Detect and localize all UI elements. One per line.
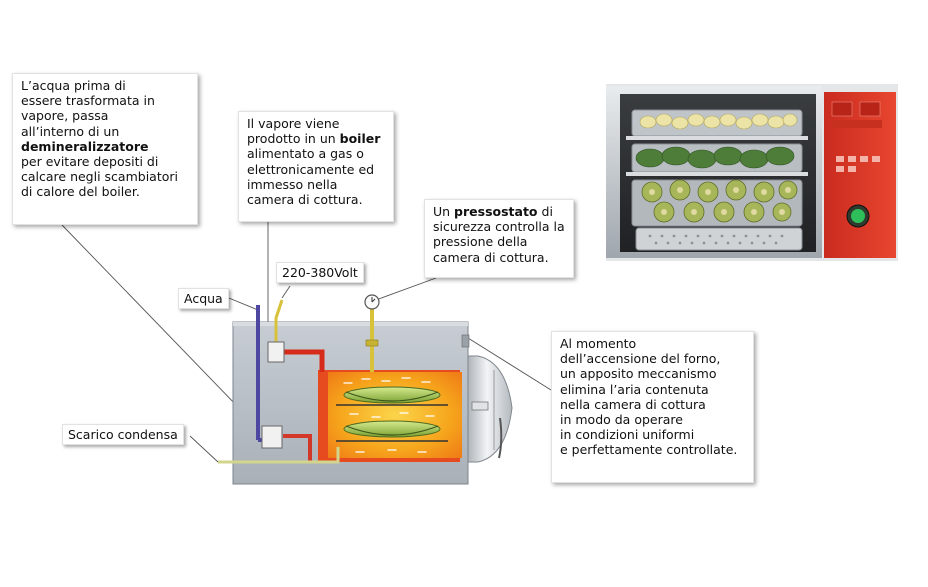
callout-keyword: demineralizzatore <box>21 139 189 154</box>
callout-text: di calore del boiler. <box>21 184 140 200</box>
power-feed-line <box>274 299 284 346</box>
boiler-unit <box>267 341 285 363</box>
oven-photo-illustration <box>606 84 898 261</box>
callout-text: un apposito meccanismo <box>560 366 717 382</box>
callout-text: L’acqua prima di <box>21 78 126 93</box>
oven-side-bracket <box>461 334 470 348</box>
pressostat-valve <box>365 339 379 347</box>
callout-text: in condizioni uniformi <box>560 427 695 443</box>
callout-pressostat: Un pressostato di sicurezza controlla la… <box>424 199 574 278</box>
leader-water <box>223 295 259 311</box>
label-drain: Scarico condensa <box>62 424 184 445</box>
callout-text: immesso nella <box>247 176 338 192</box>
callout-text: Il vapore viene <box>247 116 340 131</box>
callout-text: Un pressostato di <box>433 204 565 219</box>
callout-text: in modo da operare <box>560 412 683 428</box>
callout-text: calcare negli scambiatori <box>21 169 178 185</box>
steam-return-pipe <box>283 434 312 462</box>
leader-air <box>467 337 552 391</box>
callout-text: pressione della <box>433 234 528 250</box>
callout-text-part: Un <box>433 204 455 219</box>
oven-door <box>461 355 513 463</box>
callout-text: prodotto in un boiler <box>247 131 385 146</box>
callout-text: all’interno di un <box>21 123 120 139</box>
drain-pipe <box>218 447 340 464</box>
leader-pressostat <box>375 277 437 301</box>
demineralizer-unit <box>261 425 283 449</box>
callout-text: alimentato a gas o <box>247 146 364 162</box>
callout-air-removal: Al momento dell’accensione del forno, un… <box>551 331 754 483</box>
callout-text: camera di cottura. <box>247 192 363 208</box>
callout-text: essere trasformata in <box>21 93 155 109</box>
cooking-chamber <box>318 370 462 462</box>
keyword-pressostat: pressostato <box>454 204 538 219</box>
callout-text-part: di <box>537 204 553 219</box>
callout-text: camera di cottura. <box>433 249 549 265</box>
oven-photo <box>606 84 898 261</box>
callout-boiler: Il vapore viene prodotto in un boiler al… <box>238 111 394 222</box>
pressure-gauge-icon <box>364 294 380 310</box>
callout-text: sicurezza controlla la <box>433 219 565 235</box>
callout-text: per evitare depositi di <box>21 154 159 170</box>
callout-text: vapore, passa <box>21 108 109 124</box>
steam-pipe <box>283 349 325 372</box>
callout-text-part: prodotto in un <box>247 131 340 147</box>
label-water: Acqua <box>178 288 229 309</box>
callout-text: Al momento <box>560 336 637 351</box>
callout-text: e perfettamente controllate. <box>560 442 738 458</box>
callout-text: elettronicamente ed <box>247 161 375 177</box>
keyword-demineralizer: demineralizzatore <box>21 138 149 154</box>
callout-text: nella camera di cottura <box>560 396 706 412</box>
oven-top-rim <box>233 322 468 326</box>
callout-text: elimina l’aria contenuta <box>560 381 709 397</box>
keyword-boiler: boiler <box>339 131 381 147</box>
callout-text: dell’accensione del forno, <box>560 351 721 367</box>
leader-voltage <box>281 285 291 299</box>
callout-demineralizer: L’acqua prima di essere trasformata in v… <box>12 73 198 225</box>
label-voltage: 220-380Volt <box>276 262 364 283</box>
